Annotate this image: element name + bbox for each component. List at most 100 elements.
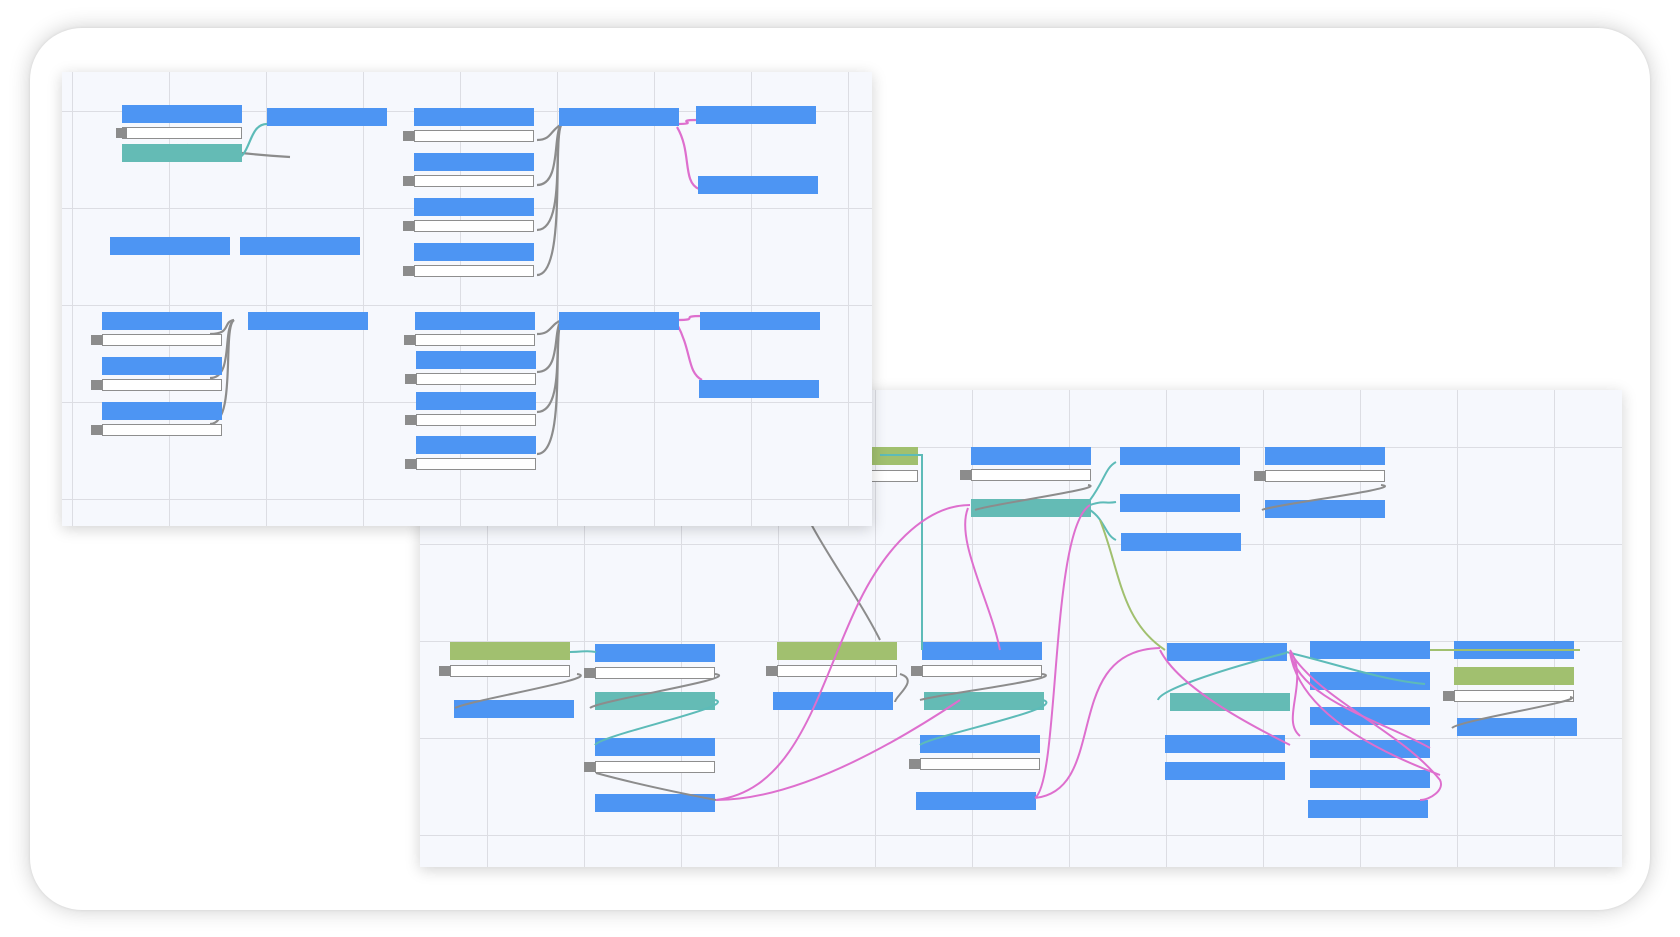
- graph-node[interactable]: [416, 351, 536, 369]
- graph-node-field[interactable]: [595, 667, 715, 679]
- graph-port[interactable]: [584, 762, 595, 772]
- graph-node[interactable]: [102, 402, 222, 420]
- graph-port[interactable]: [91, 335, 102, 345]
- graph-node-field[interactable]: [920, 758, 1040, 770]
- graph-port[interactable]: [1443, 691, 1454, 701]
- graph-node-field[interactable]: [414, 265, 534, 277]
- graph-port[interactable]: [439, 666, 450, 676]
- graph-port[interactable]: [403, 131, 414, 141]
- graph-node-field[interactable]: [868, 470, 918, 482]
- graph-port[interactable]: [403, 221, 414, 231]
- graph-node[interactable]: [700, 312, 820, 330]
- graph-node[interactable]: [1265, 447, 1385, 465]
- graph-node[interactable]: [971, 447, 1091, 465]
- graph-node[interactable]: [416, 436, 536, 454]
- graph-node[interactable]: [1165, 735, 1285, 753]
- graph-node-input[interactable]: [868, 447, 918, 465]
- graph-node-field[interactable]: [414, 175, 534, 187]
- graph-node[interactable]: [1310, 707, 1430, 725]
- graph-node[interactable]: [1310, 641, 1430, 659]
- graph-port[interactable]: [404, 335, 415, 345]
- graph-node[interactable]: [1310, 672, 1430, 690]
- graph-node-field[interactable]: [102, 379, 222, 391]
- graph-port[interactable]: [405, 415, 416, 425]
- graph-node-field[interactable]: [450, 665, 570, 677]
- graph-node-active[interactable]: [1170, 693, 1290, 711]
- graph-node[interactable]: [1165, 762, 1285, 780]
- graph-node[interactable]: [1121, 533, 1241, 551]
- graph-node-input[interactable]: [777, 642, 897, 660]
- graph-node[interactable]: [102, 312, 222, 330]
- graph-node[interactable]: [773, 692, 893, 710]
- graph-node[interactable]: [122, 105, 242, 123]
- graph-node-field[interactable]: [414, 130, 534, 142]
- graph-node-field[interactable]: [122, 127, 242, 139]
- graph-node-field[interactable]: [415, 334, 535, 346]
- graph-node-active[interactable]: [924, 692, 1044, 710]
- graph-node[interactable]: [416, 392, 536, 410]
- graph-canvas-zoomed[interactable]: [62, 72, 872, 526]
- graph-node[interactable]: [414, 198, 534, 216]
- graph-node-field[interactable]: [922, 665, 1042, 677]
- graph-node[interactable]: [559, 108, 679, 126]
- graph-node-field[interactable]: [102, 334, 222, 346]
- graph-node-field[interactable]: [1454, 690, 1574, 702]
- graph-node-active[interactable]: [595, 692, 715, 710]
- graph-port[interactable]: [911, 666, 922, 676]
- graph-node[interactable]: [698, 176, 818, 194]
- graph-node[interactable]: [920, 735, 1040, 753]
- graph-node[interactable]: [1120, 447, 1240, 465]
- graph-node-field[interactable]: [414, 220, 534, 232]
- graph-port[interactable]: [403, 176, 414, 186]
- graph-node-field[interactable]: [595, 761, 715, 773]
- graph-node-field[interactable]: [416, 458, 536, 470]
- graph-node[interactable]: [595, 738, 715, 756]
- graph-node[interactable]: [248, 312, 368, 330]
- graph-node[interactable]: [414, 153, 534, 171]
- graph-port[interactable]: [1254, 471, 1265, 481]
- graph-node-input[interactable]: [1454, 667, 1574, 685]
- graph-node[interactable]: [454, 700, 574, 718]
- graph-node[interactable]: [1120, 494, 1240, 512]
- graph-node[interactable]: [1310, 770, 1430, 788]
- graph-node[interactable]: [110, 237, 230, 255]
- graph-node-field[interactable]: [416, 414, 536, 426]
- graph-node[interactable]: [1310, 740, 1430, 758]
- graph-port[interactable]: [960, 470, 971, 480]
- graph-node[interactable]: [595, 644, 715, 662]
- graph-node-active[interactable]: [971, 499, 1091, 517]
- graph-node-field[interactable]: [777, 665, 897, 677]
- graph-node[interactable]: [102, 357, 222, 375]
- graph-node[interactable]: [1457, 718, 1577, 736]
- graph-port[interactable]: [405, 459, 416, 469]
- graph-node-field[interactable]: [102, 424, 222, 436]
- graph-node[interactable]: [415, 312, 535, 330]
- graph-port[interactable]: [91, 425, 102, 435]
- graph-node[interactable]: [414, 243, 534, 261]
- graph-port[interactable]: [584, 668, 595, 678]
- graph-port[interactable]: [766, 666, 777, 676]
- graph-node[interactable]: [916, 792, 1036, 810]
- graph-node[interactable]: [696, 106, 816, 124]
- graph-node-field[interactable]: [971, 469, 1091, 481]
- graph-port[interactable]: [403, 266, 414, 276]
- graph-node-field[interactable]: [1265, 470, 1385, 482]
- graph-port[interactable]: [909, 759, 920, 769]
- graph-node-input[interactable]: [450, 642, 570, 660]
- graph-port[interactable]: [405, 374, 416, 384]
- graph-node[interactable]: [1454, 641, 1574, 659]
- graph-node-active[interactable]: [122, 144, 242, 162]
- graph-node[interactable]: [414, 108, 534, 126]
- graph-port[interactable]: [91, 380, 102, 390]
- graph-node[interactable]: [699, 380, 819, 398]
- graph-node[interactable]: [595, 794, 715, 812]
- graph-node[interactable]: [1265, 500, 1385, 518]
- graph-node[interactable]: [240, 237, 360, 255]
- graph-port[interactable]: [116, 128, 127, 138]
- graph-node[interactable]: [1167, 643, 1287, 661]
- graph-node[interactable]: [1308, 800, 1428, 818]
- graph-node[interactable]: [922, 642, 1042, 660]
- graph-node-field[interactable]: [416, 373, 536, 385]
- graph-node[interactable]: [267, 108, 387, 126]
- graph-node[interactable]: [559, 312, 679, 330]
